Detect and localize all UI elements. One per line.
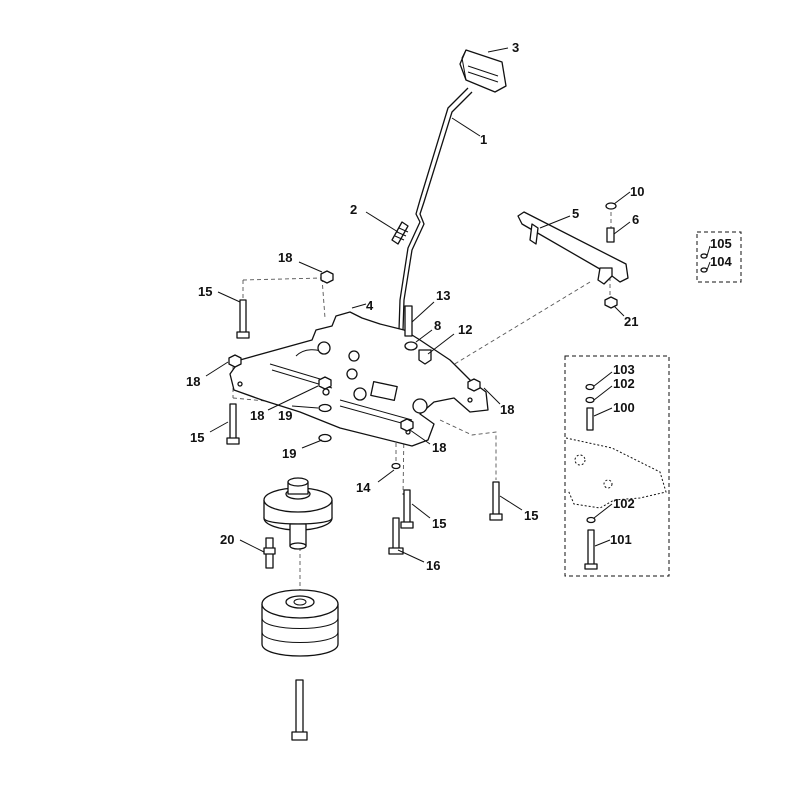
callout-19-lower: 19 bbox=[282, 446, 296, 461]
handle-grip-part bbox=[459, 49, 507, 93]
callout-100: 100 bbox=[613, 400, 635, 415]
callout-3: 3 bbox=[512, 40, 519, 55]
callout-18-bottom: 18 bbox=[432, 440, 446, 455]
main-plate-part bbox=[229, 311, 489, 447]
callout-18-top: 18 bbox=[278, 250, 292, 265]
leader-lines bbox=[205, 47, 711, 563]
callout-8: 8 bbox=[434, 318, 441, 333]
callout-105: 105 bbox=[710, 236, 732, 251]
assembly-guide-lines bbox=[232, 212, 612, 740]
callout-13: 13 bbox=[436, 288, 450, 303]
detail-inset-104-105 bbox=[696, 231, 742, 283]
callout-101: 101 bbox=[610, 532, 632, 547]
callout-15-top: 15 bbox=[198, 284, 212, 299]
callout-18-right: 18 bbox=[500, 402, 514, 417]
callout-14: 14 bbox=[356, 480, 371, 495]
shaft-bar-part bbox=[517, 211, 629, 285]
callout-21: 21 bbox=[624, 314, 638, 329]
callout-labels: 3 1 2 4 5 6 10 21 13 8 12 18 15 18 18 19… bbox=[186, 40, 732, 573]
callout-19-upper: 19 bbox=[278, 408, 292, 423]
callout-12: 12 bbox=[458, 322, 472, 337]
callout-15-right: 15 bbox=[524, 508, 538, 523]
upper-pulley-part bbox=[263, 477, 333, 550]
callout-20: 20 bbox=[220, 532, 234, 547]
spring-part bbox=[391, 221, 409, 245]
callout-15-left: 15 bbox=[190, 430, 204, 445]
callout-18-left: 18 bbox=[186, 374, 200, 389]
callout-15-center: 15 bbox=[432, 516, 446, 531]
callout-102-upper: 102 bbox=[613, 376, 635, 391]
callout-102-lower: 102 bbox=[613, 496, 635, 511]
callout-18-center: 18 bbox=[250, 408, 264, 423]
callout-10: 10 bbox=[630, 184, 644, 199]
lower-clutch-part bbox=[261, 589, 339, 741]
callout-4: 4 bbox=[366, 298, 374, 313]
callout-5: 5 bbox=[572, 206, 579, 221]
callout-1: 1 bbox=[480, 132, 487, 147]
callout-6: 6 bbox=[632, 212, 639, 227]
callout-103: 103 bbox=[613, 362, 635, 377]
callout-2: 2 bbox=[350, 202, 357, 217]
callout-104: 104 bbox=[710, 254, 732, 269]
callout-16: 16 bbox=[426, 558, 440, 573]
